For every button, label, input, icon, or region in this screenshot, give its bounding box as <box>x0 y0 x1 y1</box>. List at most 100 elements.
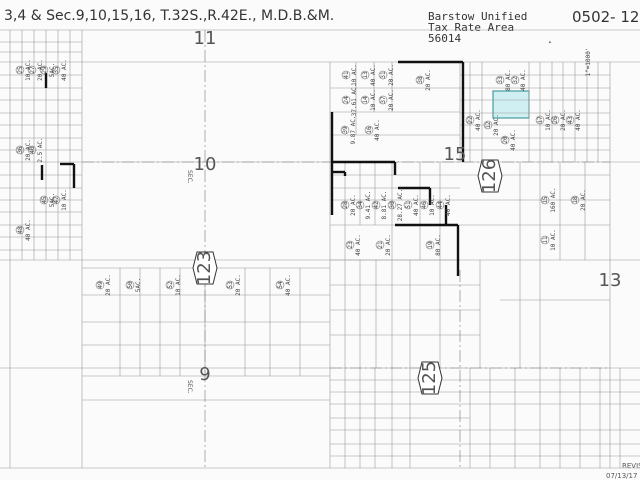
parcel-number-circle <box>95 280 105 290</box>
parcel-number-circle <box>275 280 285 290</box>
parcel-acreage: 10 AC. <box>370 89 377 111</box>
parcel-number: 53 <box>227 281 234 289</box>
revised-date: 07/13/17 <box>606 472 638 480</box>
parcel-acreage: 40 AC. <box>475 109 482 131</box>
parcel-number: 48 <box>17 226 24 234</box>
parcel-number-circle <box>378 70 388 80</box>
parcel-number-circle <box>465 115 475 125</box>
parcel-number: 12 <box>485 121 492 129</box>
parcel-number-circle <box>535 115 545 125</box>
parcel-number: 47 <box>53 196 60 204</box>
parcel-acreage: 40 AC. <box>61 59 68 81</box>
parcel-acreage: 10 AC. <box>429 194 436 216</box>
parcel-number-circle <box>27 145 37 155</box>
parcel-acreage: 28.27 AC. <box>397 189 404 222</box>
tax-area-code: 56014 <box>428 32 462 45</box>
parcel-number-circle <box>375 240 385 250</box>
parcel-number: 27 <box>29 66 36 74</box>
parcel-number-circle <box>125 280 135 290</box>
parcel-number: 25 <box>17 66 24 74</box>
map-description: 3,4 & Sec.9,10,15,16, T.32S.,R.42E., M.D… <box>4 8 335 24</box>
parcel-acreage: 40 AC. <box>413 194 420 216</box>
parcel-number: 34 <box>357 201 364 209</box>
parcel-number-circle <box>540 235 550 245</box>
parcel-number-circle <box>570 195 580 205</box>
parcel-acreage: 40 AC. <box>355 234 362 256</box>
tax-area-block: Barstow Unified Tax Rate Area 56014 <box>428 11 527 44</box>
parcel-number-circle <box>345 240 355 250</box>
parcel-number-circle <box>360 95 370 105</box>
parcel-acreage: 10 AC. <box>25 59 32 81</box>
parcel-acreage: 80 AC. <box>505 69 512 91</box>
parcel-number: 15 <box>542 196 549 204</box>
parcel-number: 54 <box>277 281 284 289</box>
tax-area-label: Tax Rate Area <box>428 21 515 34</box>
parcel-number-circle <box>510 75 520 85</box>
parcel-number: 13 <box>362 71 369 79</box>
parcel-acreage: 20 AC. <box>350 194 357 216</box>
parcel-number: 38 <box>417 76 424 84</box>
parcel-number-circle <box>15 65 25 75</box>
parcel-number-circle <box>27 65 37 75</box>
map-page-number: 126 <box>479 159 500 193</box>
parcel-number: 33 <box>497 76 504 84</box>
parcel-acreage: 20 AC. <box>105 274 112 296</box>
parcel-number-circle <box>540 195 550 205</box>
parcel-number-circle <box>341 95 351 105</box>
parcel-acreage: 20 AC. <box>425 69 432 91</box>
parcel-acreage: 20 AC. <box>560 109 567 131</box>
parcel-acreage: 40 AC. <box>445 194 452 216</box>
highlighted-parcel <box>492 90 530 119</box>
parcel-acreage: 20 AC. <box>580 189 587 211</box>
parcel-number-circle <box>419 200 429 210</box>
parcel-acreage: 20 AC. <box>235 274 242 296</box>
book-dot: . <box>548 32 552 46</box>
map-page-bubble <box>192 251 218 285</box>
section-number: 10 <box>194 154 217 175</box>
parcel-number: 24 <box>343 96 350 104</box>
parcel-number: 44 <box>437 201 444 209</box>
parcel-number: 22 <box>467 116 474 124</box>
parcel-acreage: 20 AC. <box>37 59 44 81</box>
parcel-number: 41 <box>343 71 350 79</box>
district-name: Barstow Unified <box>428 10 528 23</box>
parcel-number-circle <box>51 195 61 205</box>
parcel-number-circle <box>51 65 61 75</box>
map-page-number: 123 <box>194 251 215 285</box>
parcel-number: 36 <box>17 146 24 154</box>
parcel-number-circle <box>387 200 397 210</box>
parcel-number-circle <box>340 125 350 135</box>
parcel-acreage: 8.81 AC. <box>381 191 388 220</box>
parcel-number-circle <box>364 125 374 135</box>
section-number: 11 <box>194 28 217 49</box>
parcel-number: 35 <box>53 66 60 74</box>
parcel-number-circle <box>15 145 25 155</box>
parcel-number-circle <box>435 200 445 210</box>
parcel-number: 40 <box>29 146 36 154</box>
parcel-number-circle <box>425 240 435 250</box>
parcel-acreage: 20 AC. <box>493 114 500 136</box>
section-number: 13 <box>599 270 622 291</box>
parcel-number: 32 <box>512 76 519 84</box>
parcel-acreage: 5AC. <box>135 278 142 292</box>
parcel-acreage: 10 AC. <box>550 229 557 251</box>
parcel-acreage: 37.61 AC. <box>351 84 358 117</box>
parcel-number-circle <box>340 200 350 210</box>
parcel-acreage: 10 AC. <box>175 274 182 296</box>
parcel-acreage: 40 AC. <box>285 274 292 296</box>
parcel-number: 45 <box>41 196 48 204</box>
parcel-acreage: 40 AC. <box>374 119 381 141</box>
map-page-bubble <box>477 159 503 193</box>
parcel-number-circle <box>39 65 49 75</box>
parcel-number-circle <box>15 225 25 235</box>
parcel-number-circle <box>378 95 388 105</box>
parcel-number-circle <box>360 70 370 80</box>
parcel-number-circle <box>355 200 365 210</box>
parcel-number: 18 <box>572 196 579 204</box>
parcel-number-circle <box>371 200 381 210</box>
map-page-bubble <box>417 361 443 395</box>
parcel-acreage: 2.5 AC. <box>37 137 44 162</box>
parcel-number-circle <box>225 280 235 290</box>
parcel-acreage: 20 AC. <box>388 89 395 111</box>
